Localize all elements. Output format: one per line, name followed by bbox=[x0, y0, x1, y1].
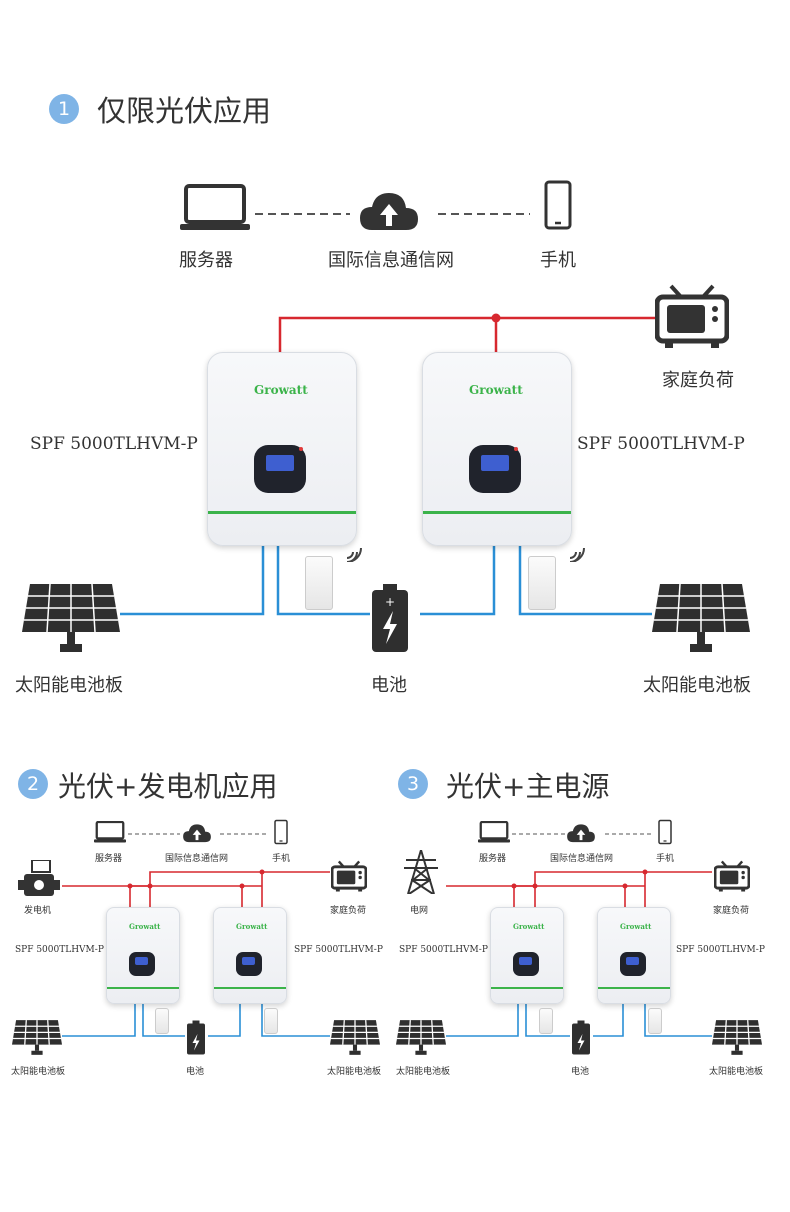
svg-text:+: + bbox=[385, 595, 395, 609]
internet-label: 国际信息通信网 bbox=[165, 854, 229, 864]
section-title: 光伏+主电源 bbox=[446, 770, 610, 803]
load-label: 家庭负荷 bbox=[713, 906, 750, 916]
server-label: 服务器 bbox=[179, 250, 233, 271]
wifi-dongle bbox=[155, 1008, 169, 1034]
solar-panel-icon bbox=[12, 1020, 62, 1055]
inverter-model-label: SPF 5000TLHVM-P bbox=[577, 434, 745, 454]
battery-icon bbox=[572, 1020, 590, 1055]
inverter-model-label: SPF 5000TLHVM-P bbox=[294, 945, 383, 955]
section-number-badge: 1 bbox=[49, 94, 79, 124]
brand-logo: Growatt bbox=[620, 922, 652, 931]
cloud-upload-icon bbox=[360, 193, 418, 230]
wireless-signal-icon bbox=[346, 547, 362, 562]
inverter-lcd bbox=[481, 455, 509, 471]
inverter-unit: Growatt bbox=[213, 907, 287, 1004]
section-title: 光伏+发电机应用 bbox=[58, 770, 278, 803]
brand-logo: Growatt bbox=[513, 922, 545, 931]
inverter-model-label: SPF 5000TLHVM-P bbox=[676, 945, 765, 955]
wifi-dongle bbox=[264, 1008, 278, 1034]
phone-icon bbox=[274, 819, 288, 845]
phone-label: 手机 bbox=[540, 250, 576, 271]
battery-label: 电池 bbox=[371, 675, 407, 696]
section-number-badge: 3 bbox=[398, 769, 428, 799]
grid-label: 电网 bbox=[410, 906, 429, 916]
solar-panel-label: 太阳能电池板 bbox=[11, 1067, 66, 1077]
solar-panel-icon bbox=[712, 1020, 762, 1055]
laptop-icon bbox=[478, 821, 510, 843]
inverter-lcd bbox=[242, 957, 255, 965]
solar-panel-icon bbox=[330, 1020, 380, 1055]
inverter-model-label: SPF 5000TLHVM-P bbox=[399, 945, 488, 955]
internet-label: 国际信息通信网 bbox=[550, 854, 614, 864]
wifi-dongle bbox=[305, 556, 333, 610]
inverter-lcd bbox=[266, 455, 294, 471]
brand-logo: Growatt bbox=[254, 383, 308, 397]
server-label: 服务器 bbox=[479, 854, 507, 864]
section-number-badge: 2 bbox=[18, 769, 48, 799]
brand-logo: Growatt bbox=[236, 922, 268, 931]
inverter-unit: Growatt bbox=[422, 352, 572, 546]
solar-panel-label: 太阳能电池板 bbox=[709, 1067, 764, 1077]
generator-label: 发电机 bbox=[24, 906, 52, 916]
inverter-model-label: SPF 5000TLHVM-P bbox=[15, 945, 104, 955]
wireless-signal-icon bbox=[569, 547, 585, 562]
battery-label: 电池 bbox=[186, 1067, 205, 1077]
cloud-upload-icon bbox=[183, 824, 211, 843]
cloud-upload-icon bbox=[567, 824, 595, 843]
phone-label: 手机 bbox=[656, 854, 675, 864]
inverter-unit: Growatt bbox=[490, 907, 564, 1004]
status-led bbox=[514, 447, 518, 451]
inverter-lcd bbox=[626, 957, 639, 965]
solar-panel-label: 太阳能电池板 bbox=[15, 675, 123, 696]
section-title: 仅限光伏应用 bbox=[97, 94, 272, 128]
wiring-diagram bbox=[120, 213, 655, 616]
generator-icon bbox=[18, 860, 60, 896]
solar-panel-icon bbox=[396, 1020, 446, 1055]
solar-panel-label: 太阳能电池板 bbox=[643, 675, 751, 696]
status-led bbox=[299, 447, 303, 451]
server-label: 服务器 bbox=[95, 854, 123, 864]
brand-logo: Growatt bbox=[469, 383, 523, 397]
battery-label: 电池 bbox=[571, 1067, 590, 1077]
solar-panel-label: 太阳能电池板 bbox=[327, 1067, 382, 1077]
solar-panel-icon bbox=[652, 584, 750, 652]
inverter-unit: Growatt bbox=[106, 907, 180, 1004]
phone-icon bbox=[658, 819, 672, 845]
laptop-icon bbox=[180, 184, 250, 230]
tv-icon bbox=[331, 860, 367, 892]
solar-panel-icon bbox=[22, 584, 120, 652]
inverter-model-label: SPF 5000TLHVM-P bbox=[30, 434, 198, 454]
internet-label: 国际信息通信网 bbox=[328, 250, 454, 271]
tv-icon bbox=[714, 860, 750, 892]
inverter-unit: Growatt bbox=[597, 907, 671, 1004]
wifi-dongle bbox=[528, 556, 556, 610]
brand-logo: Growatt bbox=[129, 922, 161, 931]
inverter-lcd bbox=[519, 957, 532, 965]
solar-panel-label: 太阳能电池板 bbox=[396, 1067, 451, 1077]
phone-icon bbox=[544, 180, 572, 230]
inverter-unit: Growatt bbox=[207, 352, 357, 546]
battery-icon: + bbox=[372, 584, 408, 652]
inverter-lcd bbox=[135, 957, 148, 965]
wifi-dongle bbox=[539, 1008, 553, 1034]
load-label: 家庭负荷 bbox=[330, 906, 367, 916]
phone-label: 手机 bbox=[272, 854, 291, 864]
tv-icon bbox=[655, 284, 729, 348]
load-label: 家庭负荷 bbox=[662, 370, 734, 391]
battery-icon bbox=[187, 1020, 205, 1055]
laptop-icon bbox=[94, 821, 126, 843]
wifi-dongle bbox=[648, 1008, 662, 1034]
power-tower-icon bbox=[404, 850, 438, 894]
